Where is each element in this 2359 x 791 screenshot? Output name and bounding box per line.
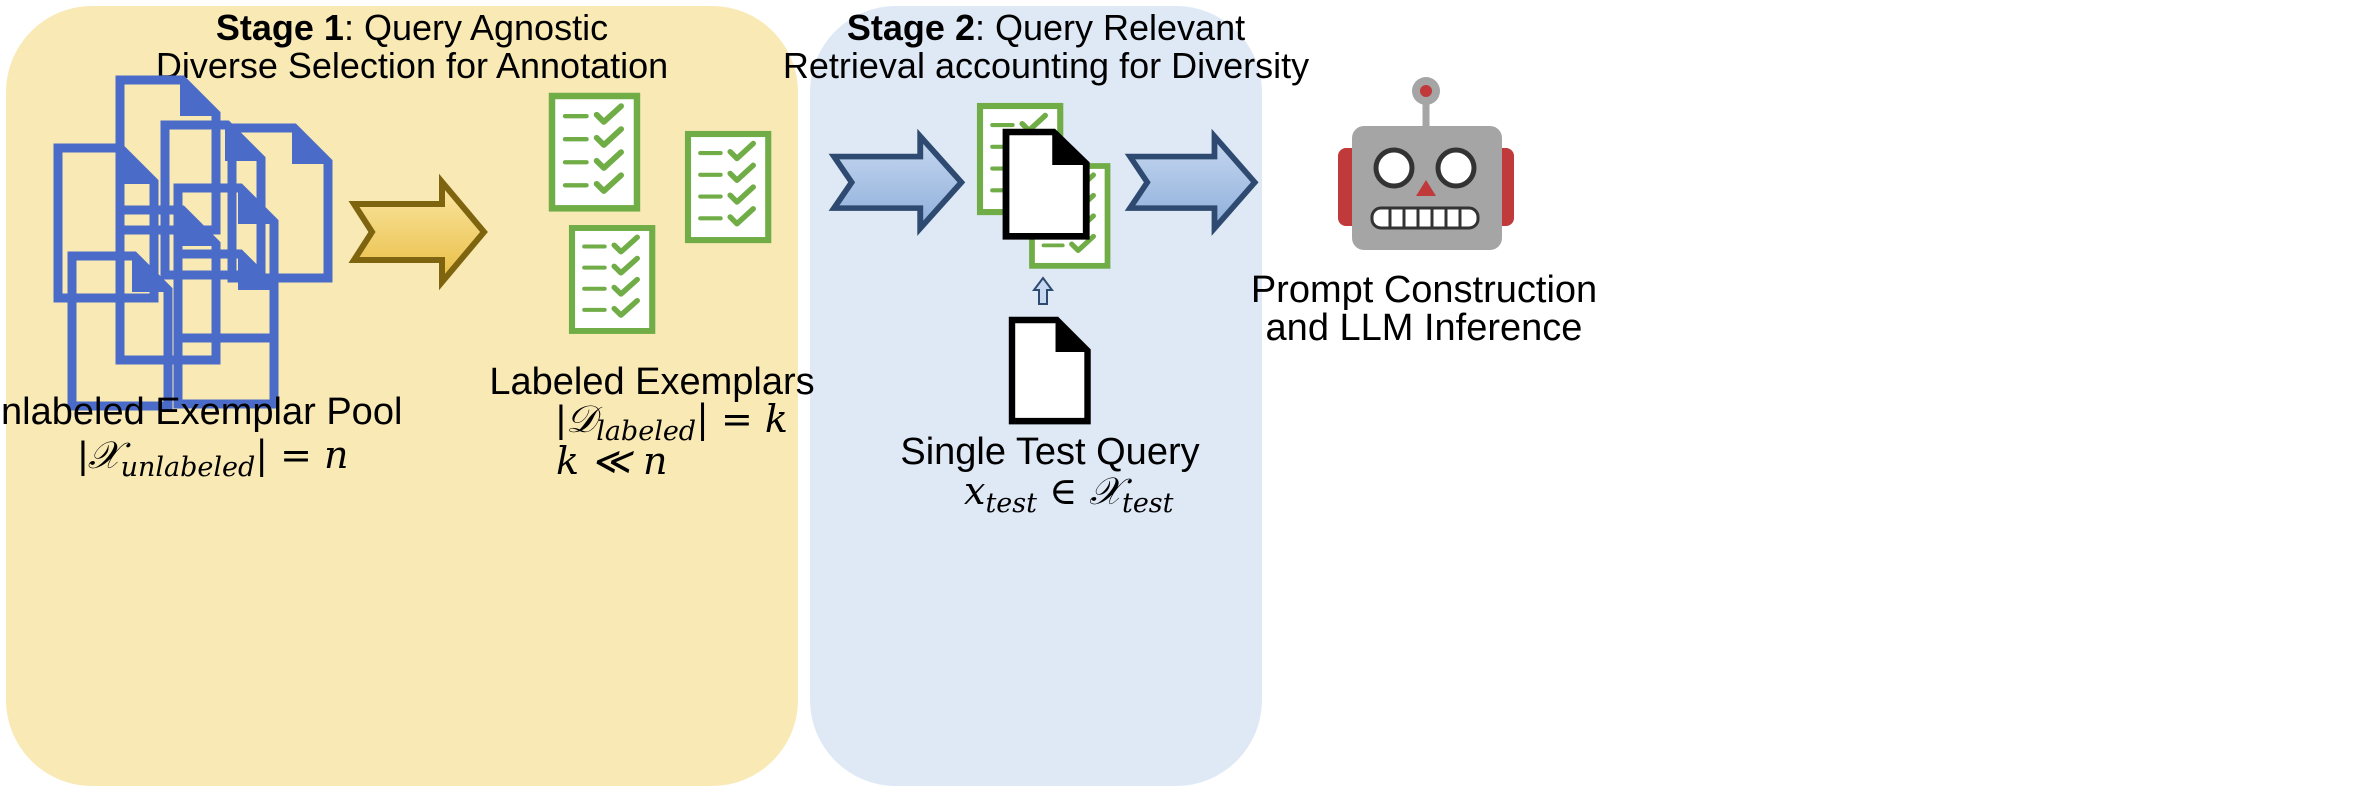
stage1-title-bold: Stage 1 xyxy=(216,7,344,48)
labeled-exemplars-relation: k ≪ n xyxy=(556,439,667,483)
prompt-label-line2: and LLM Inference xyxy=(1266,307,1583,349)
unlabeled-pool-formula: |𝒳unlabeled| = n xyxy=(78,433,349,483)
stage2-title: Stage 2: Query Relevant xyxy=(847,7,1245,48)
labeled-exemplars-formula: |𝒟labeled| = k xyxy=(556,397,788,447)
labeled-exemplars-label: Labeled Exemplars xyxy=(489,361,814,403)
test-query-formula: xtest ∈ 𝒳test xyxy=(964,469,1174,519)
test-query-label: Single Test Query xyxy=(900,431,1199,473)
stage2-title-rest: : Query Relevant xyxy=(975,7,1245,48)
test-document-icon xyxy=(1006,132,1086,236)
stage2-subtitle: Retrieval accounting for Diversity xyxy=(783,45,1309,86)
stage2-title-bold: Stage 2 xyxy=(847,7,975,48)
robot-icon xyxy=(1338,77,1514,250)
stage1-title-rest: : Query Agnostic xyxy=(344,7,608,48)
checklist-document-icon xyxy=(688,134,768,240)
checklist-document-icon xyxy=(552,96,637,208)
stage1-title: Stage 1: Query Agnostic xyxy=(216,7,608,48)
unlabeled-pool-label: Unlabeled Exemplar Pool xyxy=(0,391,402,433)
stage1-subtitle: Diverse Selection for Annotation xyxy=(156,45,668,86)
small-up-arrow-icon xyxy=(1032,276,1054,305)
checklist-document-icon xyxy=(572,228,652,331)
query-document-icon xyxy=(1012,320,1088,421)
prompt-label-line1: Prompt Construction xyxy=(1251,269,1597,311)
